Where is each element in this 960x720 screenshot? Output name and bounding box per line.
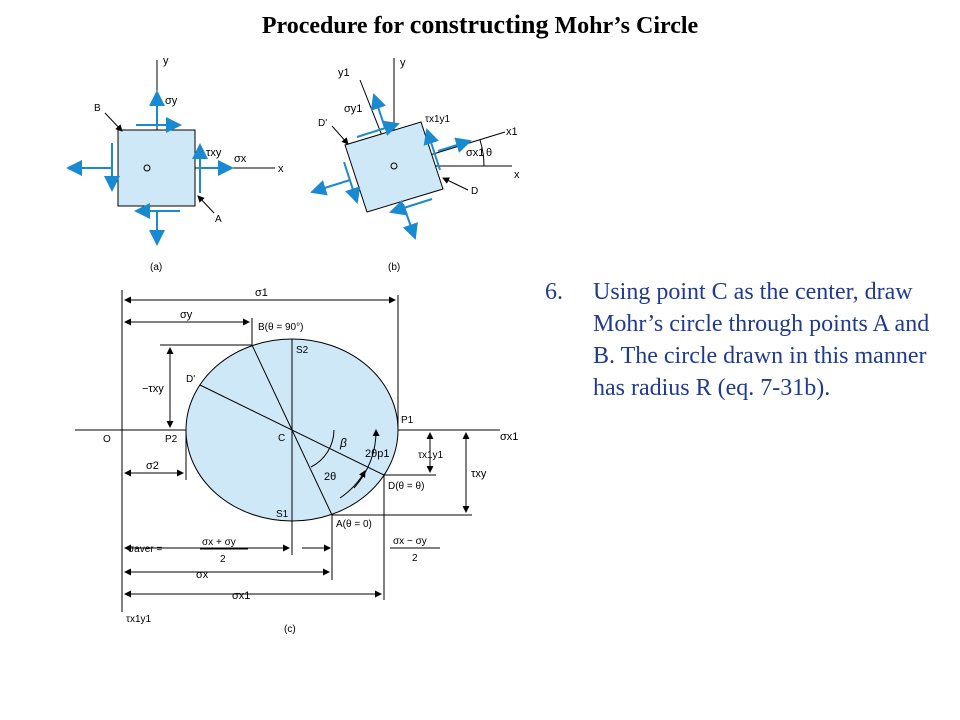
fig-b-tau-label: τx1y1 bbox=[425, 114, 451, 125]
point-b-label: B(θ = 90°) bbox=[258, 322, 303, 333]
sigma-y-label: σy bbox=[180, 309, 193, 321]
fig-b-tau-right-arrow bbox=[423, 128, 441, 171]
fig-b-sigma-y1-bottom-arrow bbox=[402, 203, 418, 240]
fig-a-b-label: B bbox=[94, 103, 101, 114]
neg-tau-xy-label: −τxy bbox=[142, 383, 164, 395]
step-text: Using point C as the center, draw Mohr’s… bbox=[593, 279, 930, 401]
two-theta-label: 2θ bbox=[324, 471, 336, 483]
fig-b-tau-top-arrow bbox=[356, 120, 400, 138]
fig-a-element bbox=[117, 129, 196, 207]
fig-a-a-label: A bbox=[215, 214, 222, 225]
page-title: Procedure for constructing Mohr’s Circle bbox=[0, 10, 960, 40]
tau-xy-label: τxy bbox=[471, 468, 487, 480]
tau-x1y1-axis-label: τx1y1 bbox=[126, 614, 152, 625]
two-theta-p1-arc bbox=[353, 429, 380, 489]
fig-b-d-leader bbox=[442, 177, 469, 191]
fig-b-x-label: x bbox=[514, 169, 520, 181]
point-p2-label: P2 bbox=[165, 434, 178, 445]
fig-b-sigma-x1-left-arrow bbox=[310, 179, 351, 196]
sigma-x1-axis-label: σx1 bbox=[500, 431, 518, 443]
fig-b: y y1 x x1 σy1 σx1 τx1y1 θ D' D (b) bbox=[310, 57, 520, 273]
fig-b-caption: (b) bbox=[388, 262, 400, 273]
sigma2-label: σ2 bbox=[146, 460, 159, 472]
fig-b-theta-arc bbox=[479, 139, 485, 167]
sigma1-label: σ1 bbox=[255, 287, 268, 299]
fig-b-y1-label: y1 bbox=[338, 67, 350, 79]
step-number: 6. bbox=[545, 279, 563, 305]
fig-a-x-label: x bbox=[278, 163, 284, 175]
fig-c: O C P1 P2 S2 S1 D' B(θ = 90°) A(θ = 0) D… bbox=[75, 287, 518, 635]
beta-label: β bbox=[339, 436, 347, 450]
diff-denominator: 2 bbox=[412, 553, 418, 564]
fig-a-a-leader bbox=[197, 195, 215, 214]
point-o-label: O bbox=[103, 434, 111, 445]
beta-arc bbox=[310, 429, 335, 468]
title-part2: constructing bbox=[409, 10, 549, 39]
avg-numerator: σx + σy bbox=[202, 537, 236, 548]
fig-b-dp-label: D' bbox=[318, 118, 327, 129]
sigma-aver-label: σaver = bbox=[128, 544, 162, 555]
fig-b-sigma-x1-label: σx1 bbox=[466, 147, 484, 159]
fig-a-caption: (a) bbox=[150, 262, 162, 273]
fig-b-sigma-y1-arrow bbox=[370, 93, 387, 129]
fig-c-caption: (c) bbox=[284, 624, 296, 635]
sigma-x1-label: σx1 bbox=[232, 590, 250, 602]
fig-a-y-label: y bbox=[163, 55, 169, 67]
point-a-label: A(θ = 0) bbox=[336, 519, 372, 530]
two-theta-p1-label: 2θp1 bbox=[365, 448, 389, 460]
tau-x1y1-label: τx1y1 bbox=[418, 450, 444, 461]
fig-a-origin bbox=[143, 164, 151, 172]
fig-b-tau-left-arrow bbox=[343, 161, 361, 204]
diff-numerator: σx − σy bbox=[393, 536, 427, 547]
fig-b-sigma-y1-label: σy1 bbox=[344, 103, 362, 115]
fig-a-sigma-y-label: σy bbox=[165, 95, 178, 107]
fig-a: y x B A σy σx τxy (a) bbox=[66, 55, 284, 273]
avg-denominator: 2 bbox=[220, 554, 226, 565]
fig-a-tau-xy-label: τxy bbox=[206, 147, 222, 159]
point-c-label: C bbox=[278, 433, 285, 444]
fig-b-d-label: D bbox=[471, 186, 478, 197]
fig-b-x1-label: x1 bbox=[506, 126, 518, 138]
fig-a-b-leader bbox=[104, 112, 123, 132]
point-dp-label: D' bbox=[186, 374, 195, 385]
two-theta-arc bbox=[339, 470, 366, 499]
title-part1: Procedure for bbox=[261, 13, 410, 39]
point-s1-label: S1 bbox=[276, 509, 289, 520]
fig-b-sigma-x1-arrow bbox=[437, 137, 472, 153]
fig-b-tau-bottom-arrow bbox=[389, 198, 433, 216]
title-part3: Mohr’s Circle bbox=[548, 13, 699, 39]
fig-a-sigma-x-label: σx bbox=[234, 153, 247, 165]
fig-b-y-label: y bbox=[400, 57, 406, 69]
fig-b-theta-label: θ bbox=[486, 147, 492, 159]
point-d-label: D(θ = θ) bbox=[388, 481, 424, 492]
fig-b-dp-leader bbox=[331, 125, 349, 145]
fig-b-origin bbox=[390, 162, 398, 170]
point-p1-label: P1 bbox=[401, 415, 414, 426]
sigma-x-label: σx bbox=[196, 569, 209, 581]
point-s2-label: S2 bbox=[296, 345, 309, 356]
